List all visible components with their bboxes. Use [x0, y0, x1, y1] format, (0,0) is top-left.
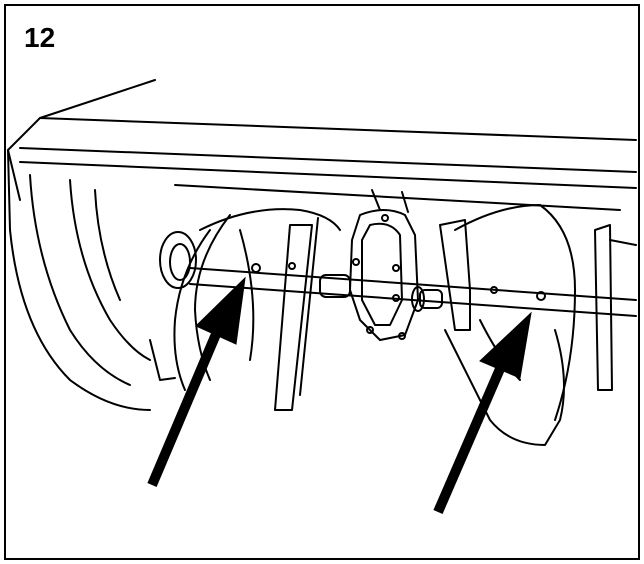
housing-left-inner — [29, 174, 131, 386]
gearbox-face — [361, 222, 403, 326]
left-shaft-collar — [319, 274, 351, 298]
left-auger-flight-left — [173, 229, 211, 391]
housing-top-left — [7, 79, 156, 201]
housing-left-side — [7, 149, 151, 411]
left-auger-paddle — [274, 224, 313, 411]
gearbox-bolt-1 — [381, 214, 389, 222]
figure-border — [4, 4, 640, 560]
gearbox-housing — [349, 209, 419, 341]
auger-shaft-top — [189, 267, 637, 301]
housing-top-edge — [39, 117, 637, 141]
left-bearing — [159, 231, 197, 289]
left-auger-flight-inner — [239, 229, 255, 361]
gearbox-bolt-4 — [392, 294, 400, 302]
right-end-paddle — [594, 224, 613, 391]
left-grease-fitting — [251, 263, 261, 273]
housing-front-edge-lower — [19, 161, 637, 189]
figure-number: 12 — [24, 22, 56, 53]
gearbox-mount — [371, 189, 409, 213]
left-auger-tip — [149, 339, 176, 381]
right-auger-flight-top — [454, 204, 541, 231]
left-bearing-inner — [169, 243, 191, 281]
gearbox-bolt-3 — [392, 264, 400, 272]
gearbox-bolt-6 — [398, 332, 406, 340]
gearbox-bolt-2 — [352, 258, 360, 266]
right-set-screw — [490, 286, 498, 294]
right-auger-flight-right — [539, 204, 576, 421]
right-shaft-collar — [419, 289, 443, 309]
right-auger-flight-bottom — [444, 329, 565, 446]
housing-left-inner-2 — [69, 179, 151, 361]
right-shaft-end — [411, 286, 425, 312]
right-end-edge — [609, 239, 637, 246]
arrow-right-icon — [433, 311, 532, 514]
right-grease-fitting — [536, 291, 546, 301]
arrow-left-icon — [147, 276, 246, 487]
housing-left-inner-3 — [94, 189, 121, 301]
gearbox-bolt-5 — [366, 326, 374, 334]
left-auger-paddle-edge — [299, 217, 319, 396]
back-plate-line — [174, 184, 621, 211]
housing-front-edge-upper — [19, 147, 637, 173]
right-auger-paddle — [439, 219, 471, 331]
left-set-screw — [288, 262, 296, 270]
